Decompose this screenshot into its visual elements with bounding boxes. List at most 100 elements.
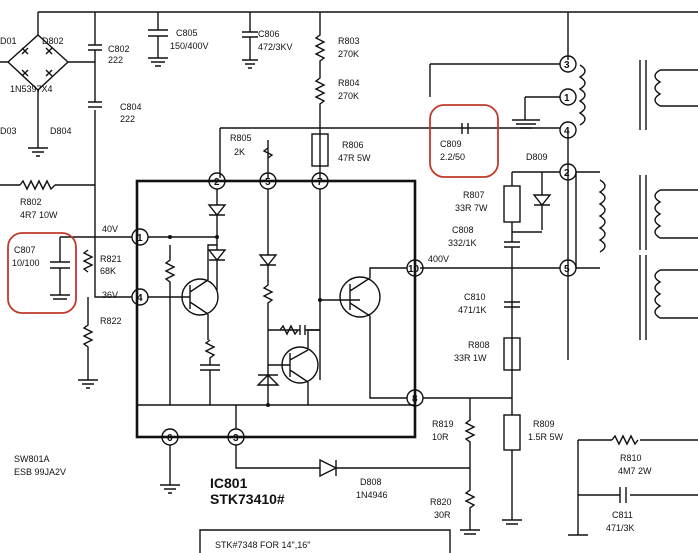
pin-7: 7	[317, 177, 323, 188]
tpin-2: 2	[564, 168, 570, 179]
c805-name: C805	[176, 28, 198, 38]
c809-highlight	[429, 104, 499, 178]
r820-name: R820	[430, 497, 452, 507]
r806-symbol	[311, 133, 329, 167]
d802-label: D802	[42, 36, 64, 46]
c808-name: C808	[452, 225, 474, 235]
c806-symbol	[242, 12, 258, 69]
c807-symbol	[50, 237, 70, 300]
tpin-3: 3	[564, 60, 570, 71]
r822-name: R822	[100, 316, 122, 326]
d801-label: D01	[0, 36, 17, 46]
r810-name: R810	[620, 453, 642, 463]
r803-name: R803	[338, 36, 360, 46]
r804-value: 270K	[338, 91, 359, 101]
c807-highlight	[7, 232, 77, 314]
r804-name: R804	[338, 78, 360, 88]
pin-6: 6	[167, 433, 173, 444]
c811-symbol	[619, 487, 627, 503]
ground-pin6	[160, 445, 180, 494]
ic-part: STK73410#	[210, 491, 285, 507]
r821-value: 68K	[100, 266, 116, 276]
ic-name: IC801	[210, 475, 248, 491]
c804-value: 222	[120, 114, 135, 124]
r807-value: 33R 7W	[455, 203, 488, 213]
c804-symbol	[88, 90, 102, 108]
switch-part: ESB 99JA2V	[14, 467, 66, 477]
ground-bridge	[28, 140, 48, 157]
d808-symbol	[319, 458, 470, 478]
r820-value: 30R	[434, 510, 451, 520]
r809-name: R809	[533, 419, 555, 429]
ic-pins	[131, 172, 424, 446]
r806-name: R806	[342, 140, 364, 150]
c805-symbol	[148, 12, 168, 67]
r821-symbol	[82, 249, 94, 273]
c802-value: 222	[108, 55, 123, 65]
r807-symbol	[503, 185, 521, 223]
bridge-rectifier	[0, 12, 96, 185]
r808-symbol	[503, 337, 521, 371]
c807-value: 10/100	[12, 258, 40, 268]
c810-value: 471/1K	[458, 305, 487, 315]
c806-name: C806	[258, 29, 280, 39]
voltage-40v: 40V	[102, 224, 118, 234]
r822-symbol	[78, 297, 98, 389]
tpin-4: 4	[564, 126, 570, 137]
c809-value: 2.2/50	[440, 152, 465, 162]
voltage-36v: 36V	[102, 290, 118, 300]
r805-name: R805	[230, 133, 252, 143]
r819-value: 10R	[432, 432, 449, 442]
d809-name: D809	[526, 152, 548, 162]
r810-value: 4M7 2W	[618, 466, 652, 476]
d808-name: D808	[360, 477, 382, 487]
ic-internals	[137, 189, 415, 429]
c807-name: C807	[14, 245, 36, 255]
c804-name: C804	[120, 102, 142, 112]
r808-value: 33R 1W	[454, 353, 487, 363]
r819-r820-symbol	[423, 397, 512, 535]
d809-symbol	[532, 186, 552, 230]
r803-r804-symbol	[314, 12, 326, 178]
c810-name: C810	[464, 292, 486, 302]
c808-value: 332/1K	[448, 238, 477, 248]
d804-label: D804	[50, 126, 72, 136]
c806-value: 472/3KV	[258, 42, 293, 52]
pin-3: 3	[233, 433, 239, 444]
pin-1: 1	[137, 233, 143, 244]
c810-symbol	[504, 301, 520, 308]
c811-name: C811	[612, 510, 633, 520]
pin-2: 2	[214, 177, 220, 188]
pin-8: 8	[412, 394, 418, 405]
voltage-400v: 400V	[428, 254, 449, 264]
r806-value: 47R 5W	[338, 153, 371, 163]
transformer-primary	[578, 60, 698, 340]
pin-4: 4	[137, 293, 143, 304]
r809-value: 1.5R 5W	[528, 432, 564, 442]
r805-value: 2K	[234, 147, 245, 157]
r802-name: R802	[20, 197, 42, 207]
bottom-note: STK#7348 FOR 14",16"	[215, 540, 310, 550]
switch-name: SW801A	[14, 454, 50, 464]
pin-10: 10	[408, 264, 420, 275]
c805-value: 150/400V	[170, 41, 209, 51]
c811-value: 471/3K	[606, 523, 635, 533]
c809-name: C809	[440, 139, 462, 149]
c802-symbol	[88, 44, 102, 62]
r802-value: 4R7 10W	[20, 210, 58, 220]
d803-label: D03	[0, 126, 17, 136]
d808-value: 1N4946	[356, 490, 388, 500]
bridge-label: 1N5397X4	[10, 84, 53, 94]
c802-name: C802	[108, 44, 130, 54]
tpin-5: 5	[564, 264, 570, 275]
r821-name: R821	[100, 254, 122, 264]
r807-name: R807	[463, 190, 485, 200]
r803-value: 270K	[338, 49, 359, 59]
r819-name: R819	[432, 419, 454, 429]
c809-symbol	[461, 123, 469, 134]
r809-symbol	[503, 414, 521, 451]
r802-symbol	[19, 179, 56, 191]
note-box	[199, 529, 451, 553]
